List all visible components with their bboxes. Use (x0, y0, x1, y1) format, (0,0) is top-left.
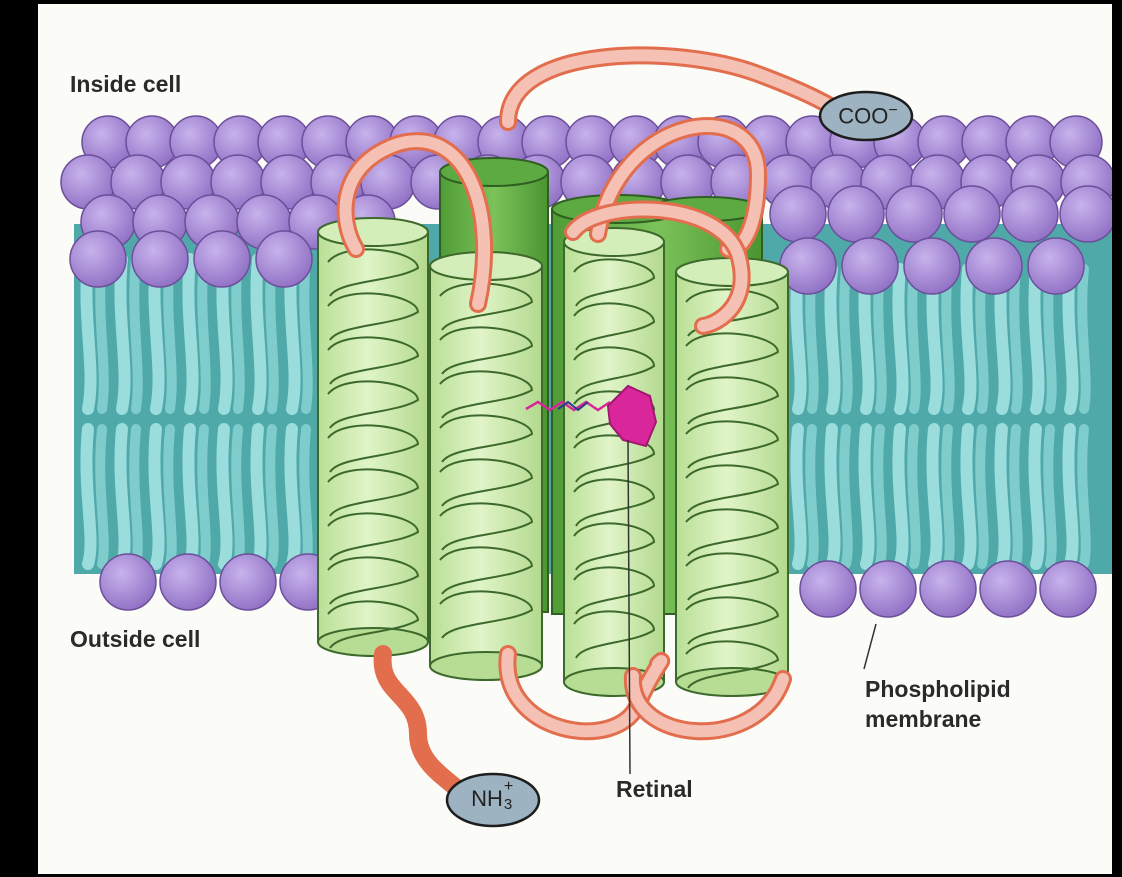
retinal-label: Retinal (616, 776, 693, 803)
lipid-tail (1034, 269, 1038, 409)
helix-top (318, 218, 428, 246)
membrane-protein-illustration (38, 4, 1112, 874)
phospholipid-head (966, 238, 1022, 294)
lipid-tail (912, 429, 915, 564)
lipid-tail (1082, 429, 1085, 564)
helix-cylinder (318, 218, 428, 656)
helix-body (564, 242, 664, 682)
lipid-tail (898, 429, 902, 564)
lipid-tail (120, 259, 124, 409)
lipid-tail (1014, 269, 1017, 409)
lipid-tail (256, 259, 260, 409)
n-terminus-subscript: 3 (504, 796, 512, 813)
lipid-tail (304, 429, 307, 564)
lipid-tail (1082, 269, 1085, 409)
phospholipid-head (220, 554, 276, 610)
lipid-tail (810, 429, 813, 564)
lipid-tail (1048, 429, 1051, 564)
lipid-tail (304, 259, 307, 409)
lipid-tail (864, 429, 868, 564)
lipid-tail (86, 429, 90, 564)
lipid-tail (1000, 429, 1004, 564)
lipid-tail (1068, 429, 1072, 564)
phospholipid-head (70, 231, 126, 287)
helix-cylinder (430, 252, 542, 680)
lipid-tail (270, 429, 273, 564)
phospholipid-head (886, 186, 942, 242)
helix-cylinder (676, 258, 788, 696)
n-terminus-charge: + (504, 778, 513, 796)
lipid-tail (202, 429, 205, 564)
phospholipid-head (256, 231, 312, 287)
helix-cylinder (564, 228, 664, 696)
lipid-tail (830, 429, 834, 564)
lipid-tail (290, 429, 294, 564)
lipid-tail (222, 429, 226, 564)
outside-cell-label: Outside cell (70, 626, 200, 653)
lipid-tail (980, 429, 983, 564)
lipid-tail (966, 429, 970, 564)
lipid-tail (188, 429, 192, 564)
phospholipid-pointer (864, 624, 876, 669)
lipid-tail (898, 269, 902, 409)
phospholipid-head (1040, 561, 1096, 617)
phospholipid-head (800, 561, 856, 617)
phospholipid-label-line1: Phospholipid (865, 676, 1011, 703)
n-terminus-text: NH (471, 786, 503, 811)
lipid-tail (1034, 429, 1038, 564)
lipid-tail (844, 269, 847, 409)
lipid-tail (966, 269, 970, 409)
lipid-tail (154, 429, 158, 564)
lipid-tail (236, 429, 239, 564)
helix-bottom (430, 652, 542, 680)
phospholipid-head (160, 554, 216, 610)
phospholipid-head (100, 554, 156, 610)
phospholipid-head (1002, 186, 1058, 242)
n-terminus-label: NH+3 (453, 786, 533, 812)
phospholipid-head (194, 231, 250, 287)
lipid-tail (134, 429, 137, 564)
phospholipid-head (980, 561, 1036, 617)
phospholipid-head (842, 238, 898, 294)
inside-cell-label: Inside cell (70, 71, 181, 98)
phospholipid-head (132, 231, 188, 287)
phospholipid-head (920, 561, 976, 617)
diagram-frame: Inside cell Outside cell Phospholipid me… (38, 4, 1112, 874)
phospholipid-head (904, 238, 960, 294)
phospholipid-label-line2: membrane (865, 706, 981, 733)
phospholipid-head (770, 186, 826, 242)
lipid-tail (830, 269, 834, 409)
c-terminus-label: COO− (828, 102, 908, 129)
lipid-tail (932, 429, 936, 564)
phospholipid-head (860, 561, 916, 617)
c-terminus-charge: − (888, 102, 897, 119)
lipid-tail (946, 429, 949, 564)
lipid-tail (256, 429, 260, 564)
phospholipid-head (828, 186, 884, 242)
n-terminus-script: +3 (503, 786, 515, 808)
lipid-tail (100, 429, 103, 564)
phospholipid-head (1028, 238, 1084, 294)
lipid-tail (878, 429, 881, 564)
lipid-tail (120, 429, 124, 564)
c-terminus-text: COO (838, 103, 888, 128)
phospholipid-head (944, 186, 1000, 242)
lipid-tail (134, 259, 137, 409)
lipid-tail (168, 429, 171, 564)
lipid-tail (1014, 429, 1017, 564)
lipid-tail (912, 269, 915, 409)
lipid-tail (796, 429, 800, 564)
lipid-tail (188, 259, 192, 409)
lipid-tail (844, 429, 847, 564)
phospholipid-head (1060, 186, 1112, 242)
